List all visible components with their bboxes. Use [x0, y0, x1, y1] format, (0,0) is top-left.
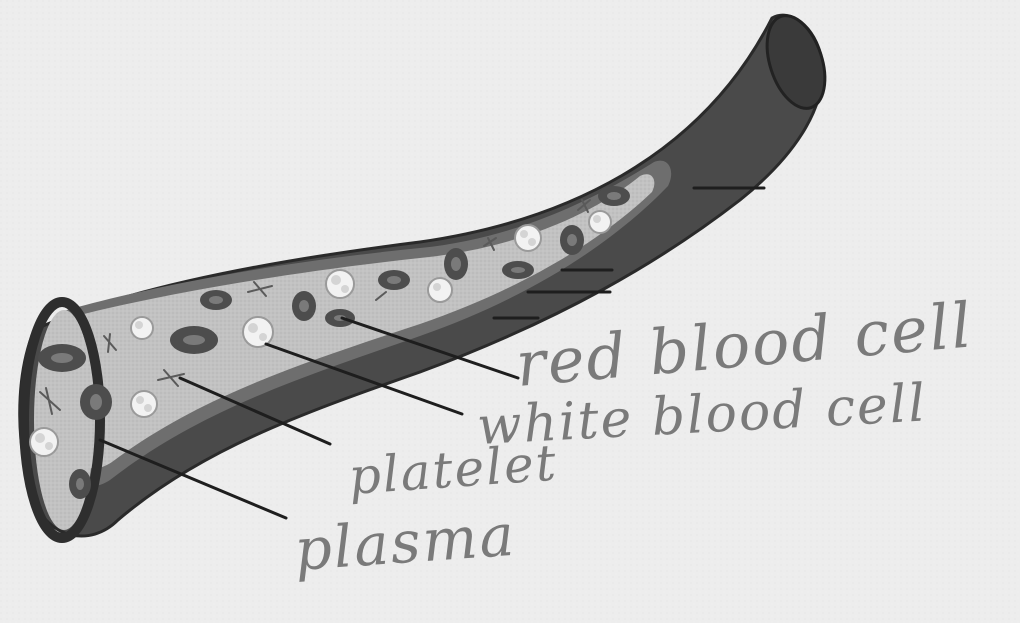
white-blood-cell	[30, 428, 58, 456]
red-blood-cell	[69, 469, 91, 499]
white-blood-cell	[131, 317, 153, 339]
white-blood-cell	[131, 391, 157, 417]
red-blood-cell	[325, 309, 355, 327]
red-blood-cell	[560, 225, 584, 255]
white-blood-cell	[428, 278, 452, 302]
red-blood-cell	[444, 248, 468, 280]
red-blood-cell	[292, 291, 316, 321]
red-blood-cell	[200, 290, 232, 310]
red-blood-cell	[598, 186, 630, 206]
white-blood-cell	[515, 225, 541, 251]
white-blood-cell	[243, 317, 273, 347]
red-blood-cell	[38, 344, 86, 372]
red-blood-cell	[80, 384, 112, 420]
red-blood-cell	[502, 261, 534, 279]
white-blood-cell	[589, 211, 611, 233]
red-blood-cell	[378, 270, 410, 290]
white-blood-cell	[326, 270, 354, 298]
red-blood-cell	[170, 326, 218, 354]
